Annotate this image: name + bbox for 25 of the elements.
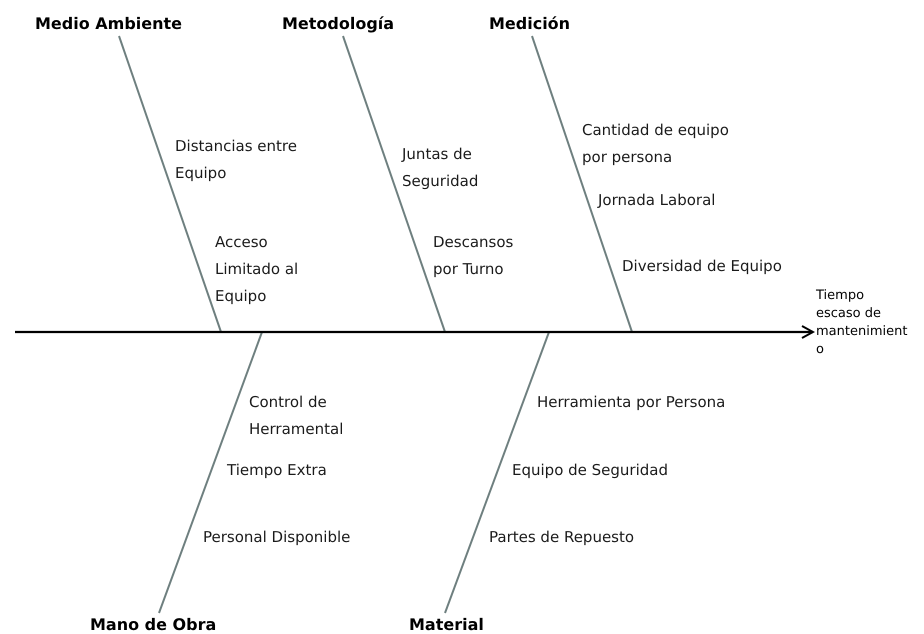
category-label: Mano de Obra [90,614,216,634]
category-label: Medio Ambiente [35,13,182,35]
cause-label: Equipo de Seguridad [512,460,670,481]
category-label: Medición [489,13,570,35]
bone-line [444,332,550,614]
cause-label: Control de Herramental [249,392,344,440]
cause-label: Descansos por Turno [433,232,514,280]
category-label: Material [409,614,484,634]
cause-label: Herramienta por Persona [537,392,726,413]
cause-label: Juntas de Seguridad [402,144,480,192]
cause-label: Personal Disponible [203,527,352,548]
cause-label: Partes de Repuesto [489,527,636,548]
cause-label: Tiempo Extra [227,460,328,481]
effect-label: Tiempo escaso de mantenimiento [816,287,908,359]
bone-line [158,332,263,614]
category-label: Metodología [282,13,394,35]
cause-label: Diversidad de Equipo [622,256,783,277]
cause-label: Cantidad de equipo por persona [582,120,730,168]
cause-label: Distancias entre Equipo [175,136,298,184]
bone-line [342,36,446,332]
spine-arrow [15,325,814,339]
cause-label: Jornada Laboral [598,190,716,211]
bone-line [531,36,633,332]
cause-label: Acceso Limitado al Equipo [215,232,300,307]
bone-line [118,36,222,332]
